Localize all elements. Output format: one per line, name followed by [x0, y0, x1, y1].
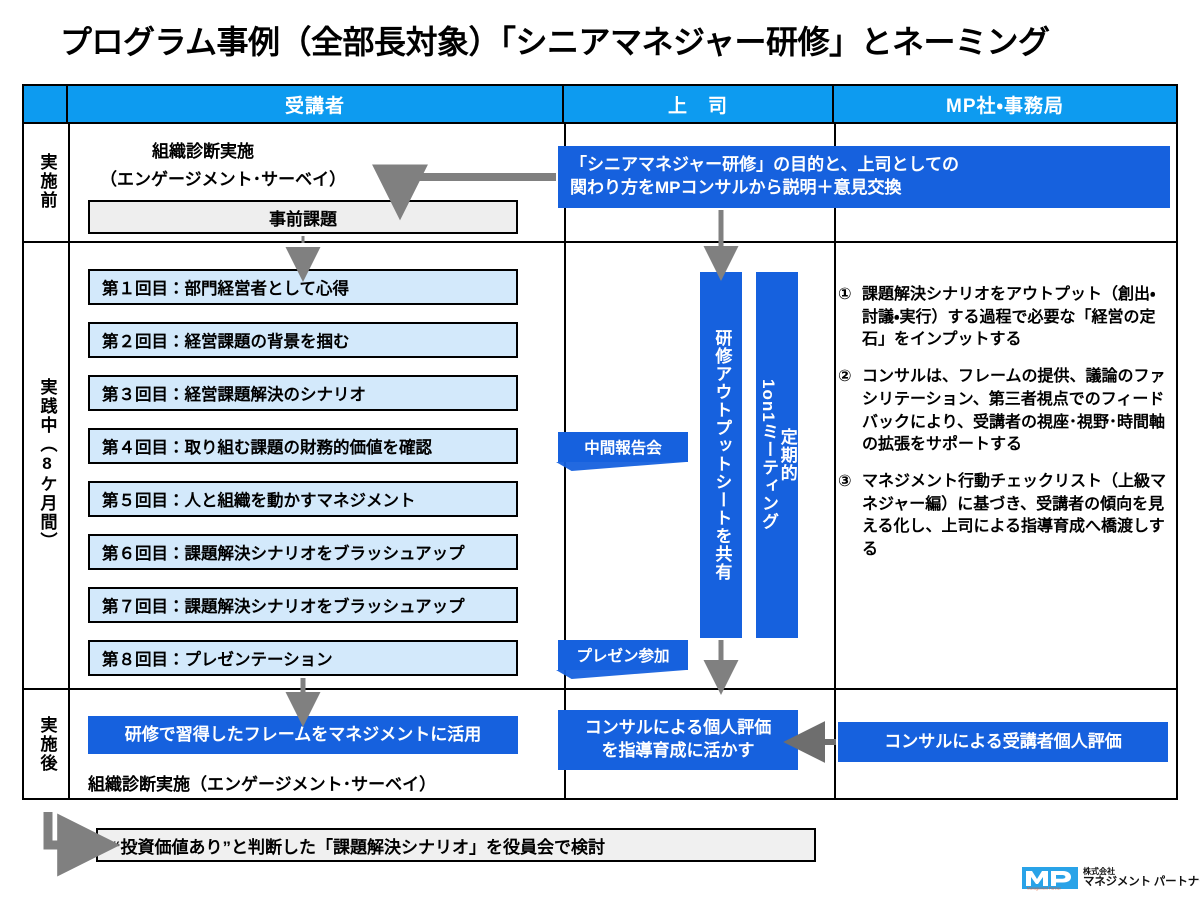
- column-separator-label: [68, 122, 70, 798]
- interim-report-tag[interactable]: 中間報告会: [558, 432, 688, 462]
- session-box-1[interactable]: 第１回目：部門経営者として心得: [88, 269, 518, 305]
- one-on-one-main: 1on1ミーティング: [759, 379, 778, 531]
- logo-line2: マネジメント パートナー: [1083, 876, 1200, 889]
- table-header-participants-label: 受講者: [284, 95, 345, 117]
- logo-line1: 株式会社: [1083, 866, 1115, 876]
- session-box-8[interactable]: 第８回目：プレゼンテーション: [88, 640, 518, 676]
- row-separator-during: [24, 688, 1176, 690]
- mp-activity-number-3: ③: [838, 473, 852, 491]
- logo-text: 株式会社 マネジメント パートナー: [1083, 866, 1200, 889]
- company-logo: Management Partner 株式会社 マネジメント パートナー: [1022, 862, 1200, 894]
- one-on-one-prefix: 定期的: [777, 428, 797, 482]
- table-header-corner: [24, 86, 68, 122]
- mp-activity-item-1: ① 課題解決シナリオをアウトプット（創出・討議・実行）する過程で必要な「経営の定…: [838, 284, 1170, 352]
- after-mp-box[interactable]: コンサルによる受講者個人評価: [838, 722, 1168, 762]
- output-sheet-bar[interactable]: 研修アウトプットシートを共有: [700, 272, 742, 638]
- mp-activity-text-3: マネジメント行動チェックリスト（上級マネジャー編）に基づき、受講者の傾向を見える…: [862, 473, 1167, 559]
- row-label-after: 実施後: [37, 715, 57, 773]
- pre-assignment-box[interactable]: 事前課題: [88, 200, 518, 234]
- survey-label-line2: （エンゲージメント･サーベイ）: [100, 170, 347, 189]
- one-on-one-bar: 定期的 1on1ミーティング: [756, 272, 798, 638]
- supervisor-kickoff-line1: 「シニアマネジャー研修」の目的と、上司としての: [570, 155, 959, 175]
- table-header-supervisor: 上 司: [564, 86, 834, 122]
- presentation-attend-tag[interactable]: プレゼン参加: [558, 640, 688, 670]
- arrow-after-to-board-review: [43, 812, 121, 877]
- mp-activity-list: ① 課題解決シナリオをアウトプット（創出・討議・実行）する過程で必要な「経営の定…: [838, 284, 1170, 576]
- after-participant-box[interactable]: 研修で習得したフレームをマネジメントに活用: [88, 716, 518, 754]
- table-header-mp: MP社・事務局: [834, 86, 1176, 122]
- row-separator-before: [24, 241, 1176, 243]
- row-label-before: 実施前: [37, 153, 57, 210]
- after-participant-note: 組織診断実施（エンゲージメント･サーベイ）: [88, 775, 437, 794]
- page-title: プログラム事例（全部長対象）「シニアマネジャー研修」とネーミング: [60, 24, 1050, 60]
- table-header-participants: 受講者: [68, 86, 564, 122]
- board-review-note[interactable]: “投資価値あり”と判断した「課題解決シナリオ」を役員会で検討: [96, 828, 816, 862]
- session-box-3[interactable]: 第３回目：経営課題解決のシナリオ: [88, 375, 518, 411]
- table-header-supervisor-label: 上 司: [667, 95, 728, 117]
- mp-activity-number-1: ①: [838, 286, 852, 303]
- mp-activity-item-3: ③ マネジメント行動チェックリスト（上級マネジャー編）に基づき、受講者の傾向を見…: [838, 471, 1170, 562]
- session-box-2[interactable]: 第２回目：経営課題の背景を掴む: [88, 322, 518, 358]
- svg-text:Management Partner: Management Partner: [1027, 886, 1062, 890]
- survey-label-line1: 組織診断実施: [152, 142, 254, 161]
- supervisor-kickoff-box: 「シニアマネジャー研修」の目的と、上司としての 関わり方をMPコンサルから説明＋…: [558, 146, 1170, 208]
- after-supervisor-line2: を指導育成に活かす: [601, 741, 755, 760]
- mp-logo-mark: Management Partner: [1022, 867, 1078, 890]
- after-supervisor-line1: コンサルによる個人評価: [584, 718, 772, 738]
- mp-activity-text-2: コンサルは、フレームの提供、議論のファシリテーション、第三者視点でのフィードバッ…: [862, 368, 1166, 454]
- supervisor-kickoff-line2: 関わり方をMPコンサルから説明＋意見交換: [570, 178, 902, 197]
- after-supervisor-box: コンサルによる個人評価 を指導育成に活かす: [558, 710, 798, 770]
- mp-activity-item-2: ② コンサルは、フレームの提供、議論のファシリテーション、第三者視点でのフィード…: [838, 366, 1170, 457]
- session-box-4[interactable]: 第４回目：取り組む課題の財務的価値を確認: [88, 428, 518, 464]
- session-box-7[interactable]: 第７回目：課題解決シナリオをブラッシュアップ: [88, 587, 518, 623]
- row-label-during: 実践中（8ケ月間）: [37, 378, 57, 551]
- session-box-6[interactable]: 第６回目：課題解決シナリオをブラッシュアップ: [88, 534, 518, 570]
- column-separator-supervisor: [834, 122, 836, 798]
- table-header-mp-label: MP社・事務局: [946, 95, 1064, 117]
- row-separator-header: [24, 122, 1176, 124]
- mp-activity-number-2: ②: [838, 368, 852, 386]
- session-box-5[interactable]: 第５回目：人と組織を動かすマネジメント: [88, 481, 518, 517]
- mp-activity-text-1: 課題解決シナリオをアウトプット（創出・討議・実行）する過程で必要な「経営の定石」…: [862, 286, 1156, 349]
